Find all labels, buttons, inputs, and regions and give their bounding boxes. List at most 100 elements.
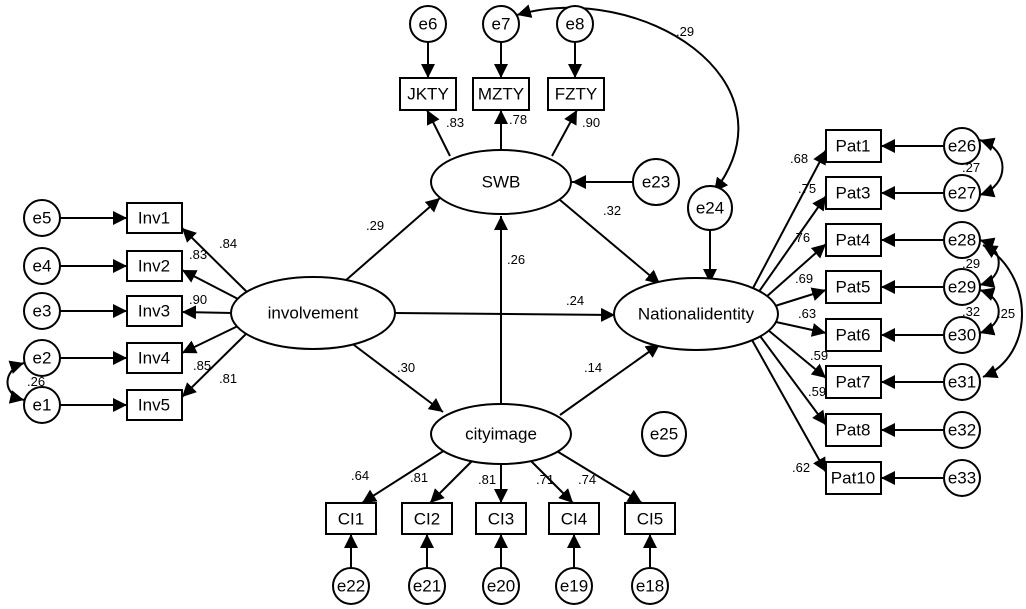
path-inv-inv4: [181, 324, 241, 354]
svg-text:e6: e6: [419, 15, 438, 34]
error-e26: e26: [943, 127, 981, 165]
path-ci-ci4: [527, 457, 574, 504]
coef-inv-ni: .24: [566, 293, 584, 308]
svg-text:e4: e4: [33, 257, 52, 276]
box-pat8: Pat8: [825, 413, 882, 447]
coef-e7-e24: .29: [676, 24, 694, 39]
coef-ci-ni: .14: [584, 360, 602, 375]
svg-text:Pat3: Pat3: [836, 184, 871, 203]
svg-text:e33: e33: [948, 469, 976, 488]
svg-text:Pat1: Pat1: [836, 137, 871, 156]
box-ci5: CI5: [624, 502, 676, 535]
path-inv-swb: [344, 197, 441, 282]
coef-swb-ni: .32: [603, 203, 621, 218]
box-pat4: Pat4: [825, 223, 882, 257]
coef-ci-ci3: .81: [478, 472, 496, 487]
svg-text:Inv1: Inv1: [138, 209, 170, 228]
svg-text:e26: e26: [948, 137, 976, 156]
error-e32: e32: [943, 411, 981, 449]
coef-ci-ci5: .74: [578, 472, 596, 487]
path-swb-ni: [559, 199, 661, 285]
coef-inv-inv3: .90: [189, 292, 207, 307]
svg-text:e19: e19: [560, 577, 588, 596]
path-ni-pat4: [764, 243, 827, 299]
box-pat7: Pat7: [825, 365, 882, 399]
path-inv-ci: [349, 341, 444, 413]
svg-text:Pat8: Pat8: [836, 421, 871, 440]
coef-swb-fzty: .90: [582, 115, 600, 130]
svg-text:e25: e25: [650, 425, 678, 444]
box-mzty: MZTY: [472, 77, 530, 111]
coefficient-labels: .83 .78 .90 .29 .29 .30 .24 .32 .26 .14 …: [27, 24, 1015, 487]
box-fzty: FZTY: [547, 77, 605, 111]
box-inv5: Inv5: [126, 389, 183, 421]
error-e7: e7: [482, 5, 520, 43]
svg-text:MZTY: MZTY: [478, 85, 524, 104]
coef-ni-pat5: .69: [795, 271, 813, 286]
error-e19: e19: [555, 567, 593, 605]
path-inv-inv5: [181, 331, 249, 398]
svg-text:e28: e28: [948, 231, 976, 250]
error-e8: e8: [556, 5, 594, 43]
svg-text:Pat5: Pat5: [836, 278, 871, 297]
coef-ni-pat7: .59: [810, 348, 828, 363]
box-pat10: Pat10: [825, 461, 882, 495]
error-e24: e24: [687, 185, 733, 231]
path-swb-jkty: [426, 109, 451, 157]
coef-ci-ci4: .71: [536, 472, 554, 487]
svg-text:e31: e31: [948, 373, 976, 392]
coef-ci-ci1: .64: [351, 468, 369, 483]
svg-text:JKTY: JKTY: [407, 85, 449, 104]
error-e5: e5: [23, 199, 61, 237]
path-inv-inv2: [181, 269, 241, 301]
coef-ci-ci2: .81: [410, 470, 428, 485]
path-inv-inv1: [181, 227, 249, 294]
box-inv3: Inv3: [126, 295, 183, 327]
svg-text:e22: e22: [337, 577, 365, 596]
path-inv-ni: [394, 307, 616, 322]
coef-inv-inv4: .85: [193, 358, 211, 373]
error-e3: e3: [23, 292, 61, 330]
svg-text:e3: e3: [33, 302, 52, 321]
coef-ni-pat10: .62: [792, 460, 810, 475]
svg-text:Inv5: Inv5: [138, 396, 170, 415]
path-ci-ci2: [429, 457, 476, 504]
path-ci-ci1: [361, 449, 446, 504]
coef-e1-e2: .26: [27, 374, 45, 389]
svg-text:e30: e30: [948, 326, 976, 345]
box-pat5: Pat5: [825, 270, 882, 304]
svg-text:CI3: CI3: [488, 510, 514, 529]
error-e21: e21: [408, 567, 446, 605]
box-ci4: CI4: [548, 502, 600, 535]
coef-inv-ci: .30: [397, 360, 415, 375]
coef-swb-jkty: .83: [446, 115, 464, 130]
box-pat6: Pat6: [825, 318, 882, 352]
path-ni-pat1: [751, 149, 827, 291]
error-e29: e29: [943, 268, 981, 306]
error-e4: e4: [23, 247, 61, 285]
error-e1: e1: [23, 386, 61, 424]
svg-text:e1: e1: [33, 396, 52, 415]
svg-text:e24: e24: [696, 199, 724, 218]
error-e30: e30: [943, 316, 981, 354]
svg-text:Pat10: Pat10: [831, 469, 875, 488]
svg-text:Inv3: Inv3: [138, 302, 170, 321]
error-e22: e22: [332, 567, 370, 605]
box-inv4: Inv4: [126, 342, 183, 374]
svg-text:e5: e5: [33, 209, 52, 228]
svg-text:CI2: CI2: [414, 510, 440, 529]
error-e25: e25: [641, 411, 687, 457]
svg-text:e8: e8: [566, 15, 585, 34]
svg-text:e20: e20: [487, 577, 515, 596]
coef-inv-inv1: .84: [219, 236, 237, 251]
error-e23: e23: [632, 158, 680, 206]
cov-e28-e31: [982, 244, 1023, 378]
svg-text:Inv2: Inv2: [138, 257, 170, 276]
error-e31: e31: [943, 363, 981, 401]
svg-text:CI1: CI1: [338, 510, 364, 529]
coef-ni-pat4: .76: [792, 230, 810, 245]
path-ni-pat3: [757, 195, 827, 294]
svg-text:Pat4: Pat4: [836, 231, 871, 250]
box-jkty: JKTY: [399, 77, 457, 111]
coef-ni-pat3: .75: [798, 181, 816, 196]
